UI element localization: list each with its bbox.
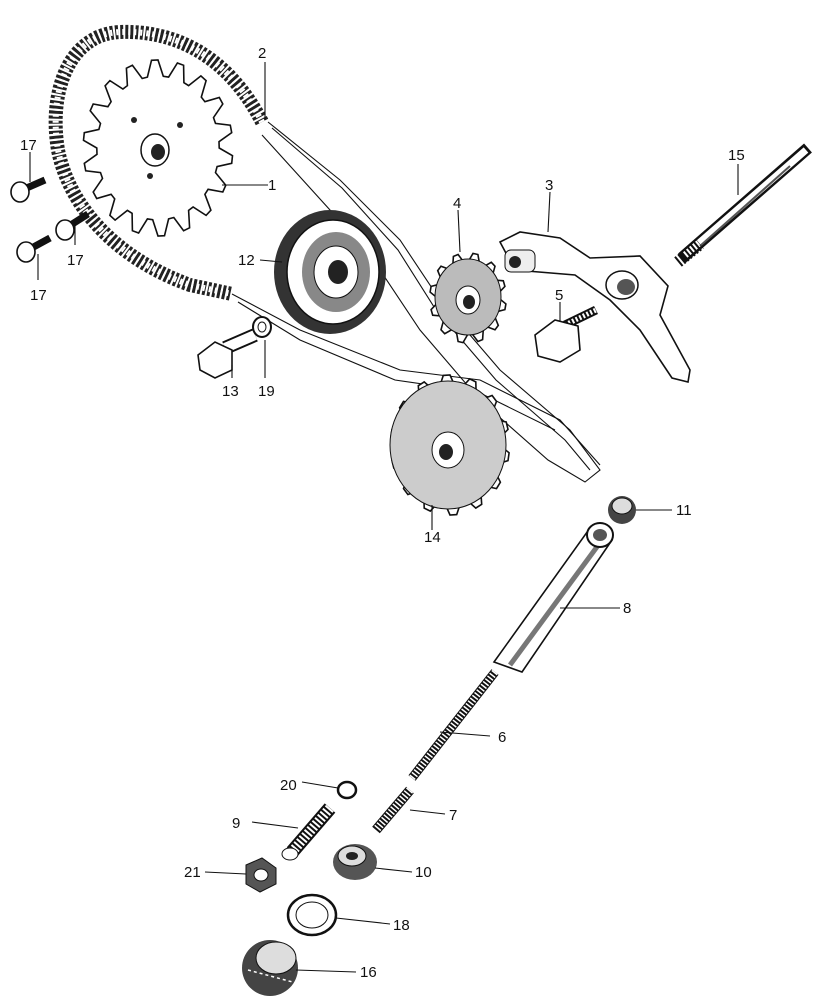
spring-7: [372, 786, 414, 834]
callout-19: 19: [258, 383, 275, 400]
leader-lines: [29, 62, 739, 973]
screw-17b: [55, 211, 90, 241]
callout-20: 20: [280, 777, 297, 794]
spring-6: [408, 669, 499, 781]
callout-1: 1: [268, 177, 276, 194]
plunger-10: [333, 844, 377, 880]
screw-17c: [16, 234, 52, 263]
roller-bolt: [197, 316, 272, 379]
cam-sprocket: [82, 59, 234, 237]
callout-9: 9: [232, 815, 240, 832]
drive-chain: [48, 24, 601, 483]
callout-6: 6: [498, 729, 506, 746]
washer-18: [286, 893, 338, 937]
washer-20: [336, 780, 358, 800]
callout-5: 5: [555, 287, 563, 304]
tensioner-sprocket: [429, 252, 507, 344]
callout-14: 14: [424, 529, 441, 546]
callout-12: 12: [238, 252, 255, 269]
callout-10: 10: [415, 864, 432, 881]
callout-8: 8: [623, 600, 631, 617]
callout-2: 2: [258, 45, 266, 62]
stud-9: [281, 803, 336, 861]
screw-17a: [10, 176, 47, 203]
callout-18: 18: [393, 917, 410, 934]
callout-17-right: 17: [67, 252, 84, 269]
callout-15: 15: [728, 147, 745, 164]
callout-17-top: 17: [20, 137, 37, 154]
callout-11: 11: [676, 502, 692, 519]
idler-sprocket: [389, 374, 510, 516]
tensioner-arm: [498, 231, 691, 383]
callout-4: 4: [453, 195, 461, 212]
callout-13: 13: [222, 383, 239, 400]
tensioner-bolt: [534, 305, 598, 363]
tensioner-tube: [492, 522, 614, 673]
nut-21: [245, 857, 277, 893]
push-rod: [674, 143, 812, 267]
callout-labels: 2 1 3 4 5 15 12 17 17 17 13 19 14 11 8 6…: [20, 45, 745, 981]
plug-16: [242, 940, 301, 996]
callout-7: 7: [449, 807, 457, 824]
callout-17-bottom: 17: [30, 287, 47, 304]
callout-21: 21: [184, 864, 201, 881]
tube-cap: [608, 496, 636, 524]
callout-16: 16: [360, 964, 377, 981]
guide-roller: [274, 210, 386, 334]
callout-3: 3: [545, 177, 553, 194]
